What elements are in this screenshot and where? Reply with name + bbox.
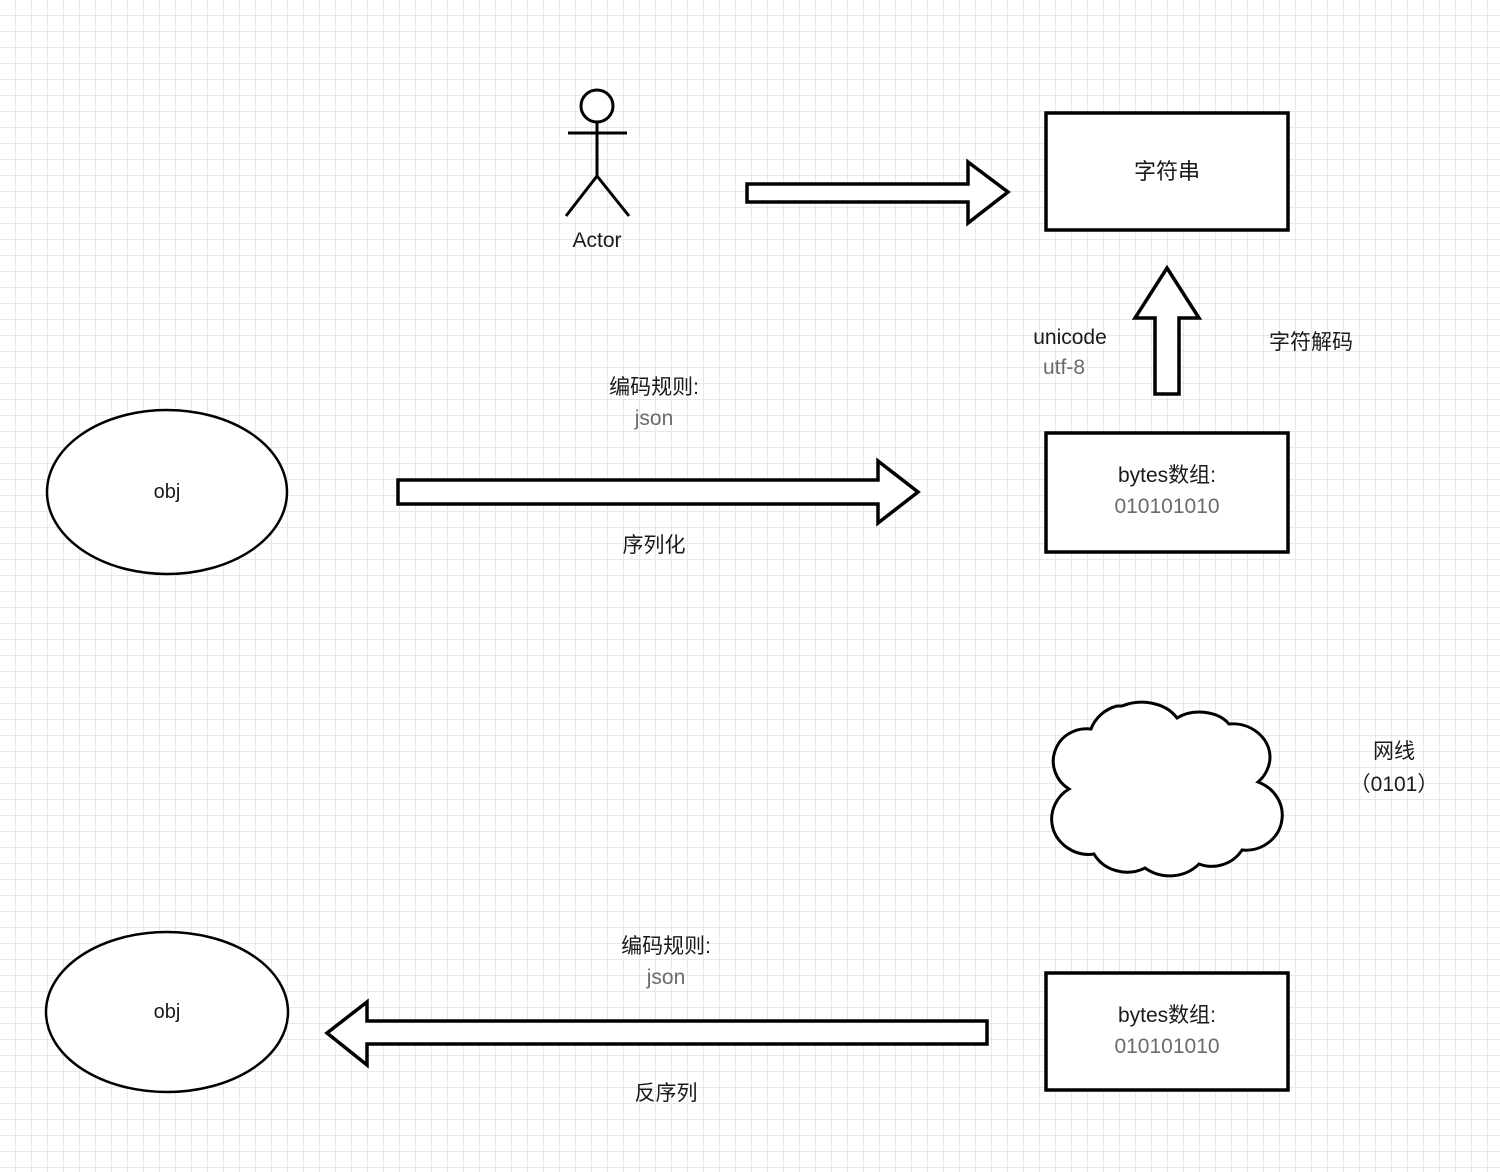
bytes-box-bottom-shape[interactable]	[1044, 971, 1290, 1092]
deserialize-rule-label-value: json	[646, 966, 686, 989]
serialize-action-label: 序列化	[622, 534, 686, 557]
obj-label-bottom: obj	[153, 1001, 181, 1023]
decode-action-label: 字符解码	[1269, 331, 1353, 354]
actor-head-icon	[579, 88, 615, 124]
decode-encoding-label-utf8: utf-8	[1042, 356, 1086, 379]
network-label-line1: 网线	[1373, 740, 1415, 763]
actor-leg-left-line	[564, 175, 599, 217]
bytes-box-bottom-label-title: bytes数组:	[1117, 1004, 1217, 1027]
arrow-deserialize[interactable]	[324, 998, 989, 1069]
obj-ellipse-top-shape[interactable]	[45, 408, 289, 576]
serialize-rule-label-value: json	[634, 407, 674, 430]
cloud-shape[interactable]	[1050, 700, 1284, 878]
bytes-box-top-label-value: 010101010	[1114, 495, 1220, 518]
actor-leg-right-line	[595, 175, 631, 217]
deserialize-action-label: 反序列	[634, 1082, 698, 1105]
actor-label: Actor	[572, 229, 622, 252]
obj-label-top: obj	[153, 481, 181, 503]
bytes-box-top-label-title: bytes数组:	[1117, 464, 1217, 487]
actor-figure[interactable]	[564, 88, 631, 217]
network-label-line2: （0101）	[1349, 773, 1439, 796]
decode-encoding-label-unicode: unicode	[1033, 326, 1107, 349]
arrow-serialize[interactable]	[396, 457, 921, 527]
arrow-actor-to-string[interactable]	[745, 158, 1011, 227]
obj-ellipse-bottom-shape[interactable]	[44, 930, 290, 1094]
bytes-box-top-shape[interactable]	[1044, 431, 1290, 554]
string-box-shape[interactable]	[1044, 111, 1290, 232]
string-box-label: 字符串	[1133, 159, 1201, 184]
bytes-box-bottom-label-value: 010101010	[1114, 1035, 1220, 1058]
deserialize-rule-label-title: 编码规则:	[621, 935, 711, 958]
arrow-decode-up[interactable]	[1131, 264, 1203, 396]
serialize-rule-label-title: 编码规则:	[609, 376, 699, 399]
